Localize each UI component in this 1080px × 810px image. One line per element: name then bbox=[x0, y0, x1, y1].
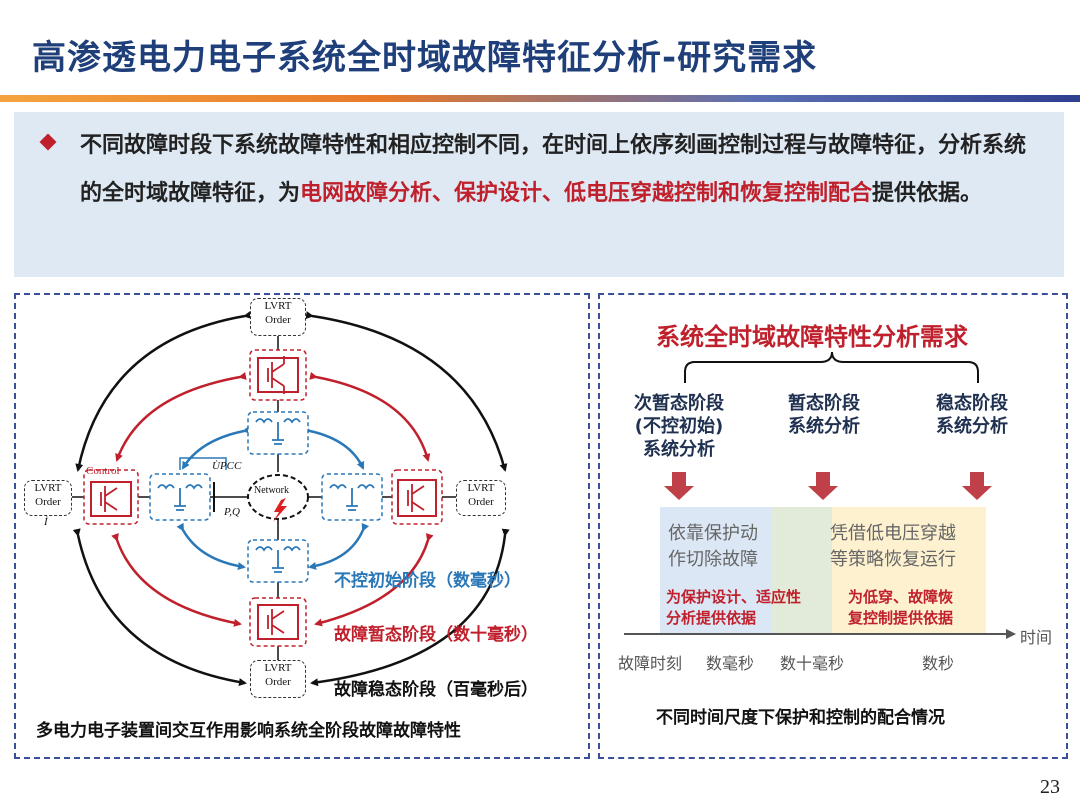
tick-seconds: 数秒 bbox=[922, 654, 955, 673]
summary-part1: 不同故障时段下系统故障特性和相应控制不同，在时间上依序刻画控制过程与故障特征，分… bbox=[80, 133, 1027, 206]
down-arrow-3 bbox=[962, 472, 992, 500]
interaction-diagram bbox=[70, 311, 510, 687]
stage-transient: 暂态阶段 系统分析 bbox=[788, 393, 860, 437]
arc-mid-bl bbox=[111, 533, 242, 627]
pq-label: P,Q bbox=[224, 506, 240, 518]
requirements-title: 系统全时域故障特性分析需求 bbox=[656, 323, 968, 351]
summary-part3: 提供依据。 bbox=[872, 181, 983, 206]
summary-highlight: 电网故障分析、保护设计、低电压穿越控制和恢复控制配合 bbox=[300, 181, 873, 206]
zone2-note: 为低穿、故障恢 复控制提供依据 bbox=[848, 588, 954, 627]
phase-transient: 故障暂态阶段（数十毫秒） bbox=[334, 625, 538, 645]
arc-inner-tl bbox=[181, 425, 251, 470]
arc-inner-bl bbox=[176, 522, 246, 571]
converter-bottom bbox=[249, 597, 307, 647]
arc-inner-tr bbox=[303, 425, 365, 470]
zone1-text: 依靠保护动 作切除故障 bbox=[668, 523, 758, 570]
stage-steady: 稳态阶段 系统分析 bbox=[936, 393, 1008, 437]
arc-mid-br bbox=[314, 533, 434, 627]
filter-bottom bbox=[247, 539, 309, 583]
page-title: 高渗透电力电子系统全时域故障特征分析-研究需求 bbox=[32, 38, 818, 78]
converter-left bbox=[83, 469, 139, 525]
summary-text: 不同故障时段下系统故障特性和相应控制不同，在时间上依序刻画控制过程与故障特征，分… bbox=[80, 122, 1040, 218]
zone-lvrt bbox=[832, 507, 986, 633]
zone-protection bbox=[660, 507, 772, 633]
arc-outer-bl bbox=[72, 528, 247, 686]
arc-outer-br bbox=[310, 528, 510, 687]
filter-left bbox=[149, 473, 211, 521]
zone2-text: 凭借低电压穿越 等策略恢复运行 bbox=[830, 523, 956, 570]
right-caption: 不同时间尺度下保护和控制的配合情况 bbox=[656, 708, 945, 728]
requirements-graphics bbox=[624, 351, 1016, 639]
phase-steady: 故障稳态阶段（百毫秒后） bbox=[334, 680, 538, 700]
down-arrow-2 bbox=[808, 472, 838, 500]
converter-top bbox=[249, 349, 307, 401]
fault-lightning-icon bbox=[273, 498, 287, 522]
phase-uncontrolled: 不控初始阶段（数毫秒） bbox=[334, 571, 521, 591]
network-node bbox=[247, 474, 309, 520]
upcc-label: U̇PCC bbox=[212, 460, 242, 472]
tick-milliseconds: 数毫秒 bbox=[706, 654, 755, 673]
title-underline bbox=[0, 95, 1080, 102]
zone-overlap bbox=[772, 507, 832, 633]
summary-box bbox=[14, 112, 1064, 277]
tick-fault-moment: 故障时刻 bbox=[618, 654, 683, 673]
page-number: 23 bbox=[1040, 776, 1060, 798]
left-caption: 多电力电子装置间交互作用影响系统全阶段故障故障特性 bbox=[36, 721, 461, 741]
arc-outer-tr bbox=[305, 311, 508, 472]
stage-subtransient: 次暂态阶段 (不控初始) 系统分析 bbox=[634, 393, 724, 460]
current-label: İ bbox=[44, 516, 48, 528]
brace bbox=[684, 351, 979, 383]
network-label: Network bbox=[254, 485, 289, 496]
zone1-note: 为保护设计、适应性 分析提供依据 bbox=[666, 588, 802, 627]
down-arrow-1 bbox=[664, 472, 694, 500]
arc-mid-tl bbox=[115, 371, 247, 462]
control-label: Control bbox=[86, 465, 120, 477]
filter-right bbox=[321, 473, 383, 521]
tick-tens-ms: 数十毫秒 bbox=[780, 654, 845, 673]
arc-outer-tl bbox=[75, 311, 252, 472]
filter-top bbox=[247, 411, 309, 455]
arc-mid-tr bbox=[309, 371, 431, 462]
converter-right bbox=[391, 469, 443, 525]
axis-label: 时间 bbox=[1020, 628, 1053, 647]
arc-inner-br bbox=[308, 522, 370, 570]
